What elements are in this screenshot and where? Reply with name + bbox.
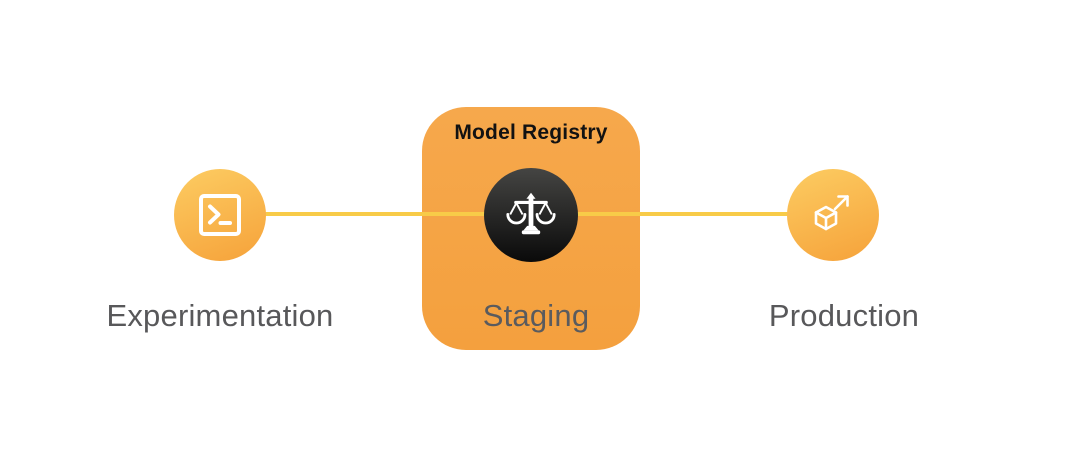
staging-node [484,168,578,262]
balance-scale-icon [505,189,557,241]
production-label: Production [768,298,920,333]
staging-label: Staging [482,298,590,333]
terminal-icon [196,191,244,239]
experimentation-label: Experimentation [106,298,334,333]
model-registry-title: Model Registry [454,121,608,144]
experimentation-node [174,169,266,261]
production-node [787,169,879,261]
cube-arrow-icon [809,191,857,239]
